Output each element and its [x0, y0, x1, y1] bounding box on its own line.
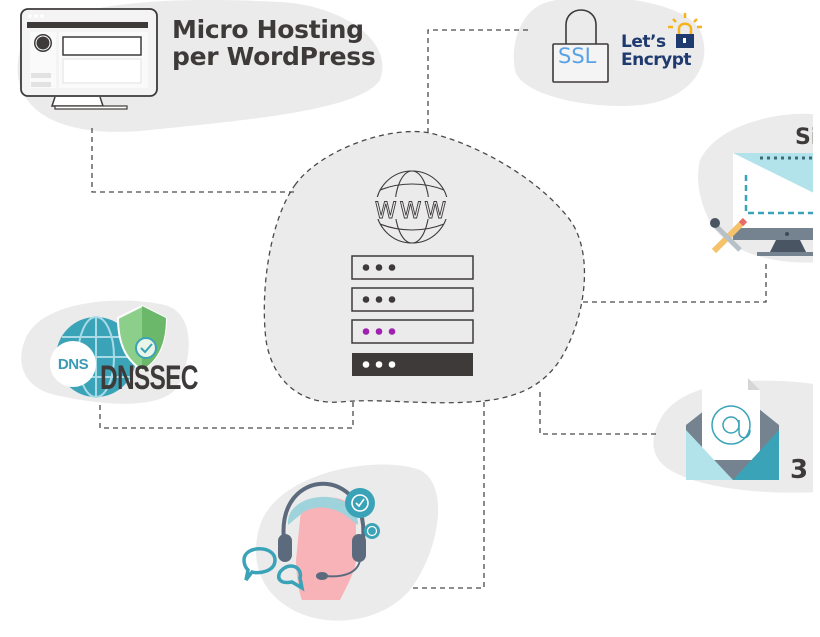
ssl-label: SSL	[558, 44, 597, 68]
connector-email	[539, 392, 660, 435]
wordpress-title: Micro Hosting per WordPress	[172, 15, 376, 71]
letsencrypt-logo-icon	[668, 13, 702, 48]
connector-support	[410, 402, 485, 589]
www-text: WWW	[375, 199, 449, 224]
server-status-dot	[388, 264, 396, 271]
server-status-dot	[375, 264, 383, 271]
server-status-dot	[388, 361, 396, 368]
site-title: Si	[795, 125, 819, 150]
server-unit	[351, 319, 474, 344]
server-status-dot	[362, 264, 370, 271]
server-rack-icon	[351, 255, 474, 376]
connectors	[91, 29, 767, 589]
email-envelope-icon	[686, 378, 779, 480]
letsencrypt-line2: Encrypt	[621, 50, 692, 70]
dnssec-shield-icon	[116, 304, 168, 372]
server-status-dot	[362, 361, 370, 368]
dnssec-label: DNSSEC	[100, 359, 198, 397]
server-status-dot	[388, 328, 396, 335]
server-status-dot	[362, 328, 370, 335]
letsencrypt-line1: Let’s	[621, 32, 666, 52]
email-count: 3	[790, 455, 809, 485]
site-builder-icon	[710, 153, 820, 256]
connector-dnssec	[99, 402, 354, 429]
server-status-dot	[375, 296, 383, 303]
connector-site	[583, 262, 767, 303]
server-status-dot	[388, 296, 396, 303]
ssl-lock-icon	[552, 9, 609, 83]
connector-ssl	[427, 29, 530, 133]
server-unit	[352, 353, 473, 376]
server-unit	[351, 255, 474, 280]
server-status-dot	[375, 328, 383, 335]
dns-badge: DNS	[50, 341, 96, 387]
server-unit	[351, 287, 474, 312]
letsencrypt-brand: Let’s Encrypt	[621, 32, 692, 70]
right-edge	[813, 0, 820, 637]
support-agent-icon	[242, 481, 380, 600]
www-text-backdrop	[372, 197, 452, 219]
wordpress-title-line2: per WordPress	[172, 42, 376, 71]
wordpress-monitor-icon	[20, 8, 158, 110]
connector-wordpress	[91, 128, 295, 193]
server-status-dot	[375, 361, 383, 368]
wordpress-title-line1: Micro Hosting	[172, 15, 364, 44]
server-status-dot	[362, 296, 370, 303]
